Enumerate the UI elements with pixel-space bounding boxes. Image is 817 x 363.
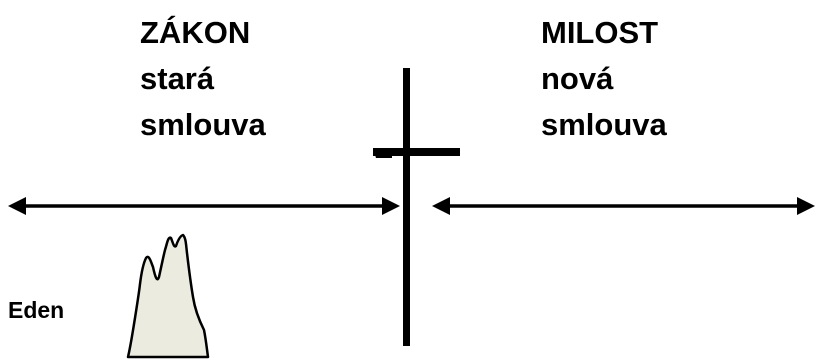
left-arrow [8, 197, 400, 215]
right-arrow [432, 197, 815, 215]
mountain-icon [128, 235, 208, 357]
